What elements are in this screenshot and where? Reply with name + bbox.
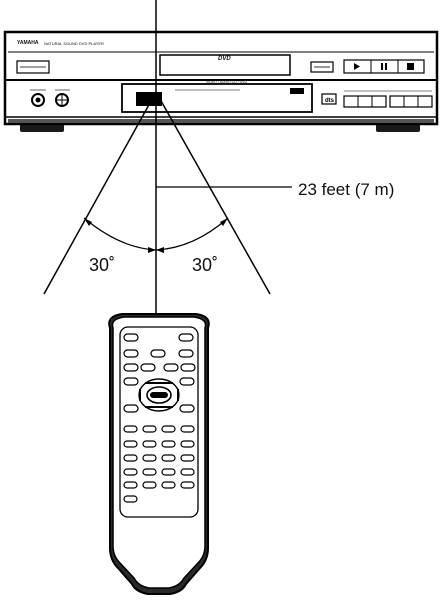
- arrow-head: [148, 247, 156, 253]
- arrow-head: [84, 218, 92, 226]
- pause-icon[interactable]: [381, 63, 387, 70]
- play-icon[interactable]: [354, 63, 360, 70]
- remote-button[interactable]: [123, 404, 139, 413]
- skip-buttons-left[interactable]: [343, 95, 387, 108]
- remote-button[interactable]: [150, 349, 166, 358]
- arrow-head: [156, 247, 164, 253]
- distance-label: 23 feet (7 m): [298, 180, 395, 199]
- angle-arc-right: [155, 217, 229, 251]
- remote-button[interactable]: [123, 377, 139, 386]
- remote-button[interactable]: [123, 349, 139, 358]
- remote-button[interactable]: [179, 404, 195, 413]
- disc-format-text: VIDEO / AUDIO CD / DVD: [206, 80, 248, 84]
- remote-button[interactable]: [140, 363, 156, 372]
- remote-button[interactable]: [123, 333, 139, 342]
- disc-tray[interactable]: [159, 54, 291, 76]
- player-brand: YAMAHA: [17, 40, 39, 46]
- remote-button[interactable]: [178, 349, 194, 358]
- remote-faceplate: [119, 326, 199, 518]
- angle-arc-left: [83, 217, 157, 251]
- dpad-icon[interactable]: [138, 378, 180, 412]
- remote-button[interactable]: [163, 363, 179, 372]
- remote-button[interactable]: [178, 333, 194, 342]
- remote-button[interactable]: [180, 363, 196, 372]
- dolby-badge: [290, 88, 304, 94]
- skip-buttons-right[interactable]: [389, 95, 433, 108]
- range-lines: [43, 0, 292, 330]
- keypad: [123, 425, 195, 503]
- svg-text:dts: dts: [325, 98, 335, 104]
- range-line-right: [155, 91, 271, 295]
- transport-panel: [343, 59, 425, 74]
- range-line-left: [43, 91, 157, 295]
- angle-label-left: 30˚: [89, 255, 116, 275]
- player-model-text: NATURAL SOUND DVD PLAYER: [44, 41, 104, 46]
- dvd-logo: DVD: [218, 56, 231, 62]
- remote-button[interactable]: [179, 377, 195, 386]
- remote-control: [108, 313, 210, 595]
- remote-button[interactable]: [123, 363, 139, 372]
- angle-label-right: 30˚: [192, 255, 219, 275]
- remote-sensor: [321, 93, 337, 105]
- stop-icon[interactable]: [407, 63, 414, 70]
- dvd-player: dts: [3, 30, 439, 132]
- arrow-head: [220, 218, 228, 226]
